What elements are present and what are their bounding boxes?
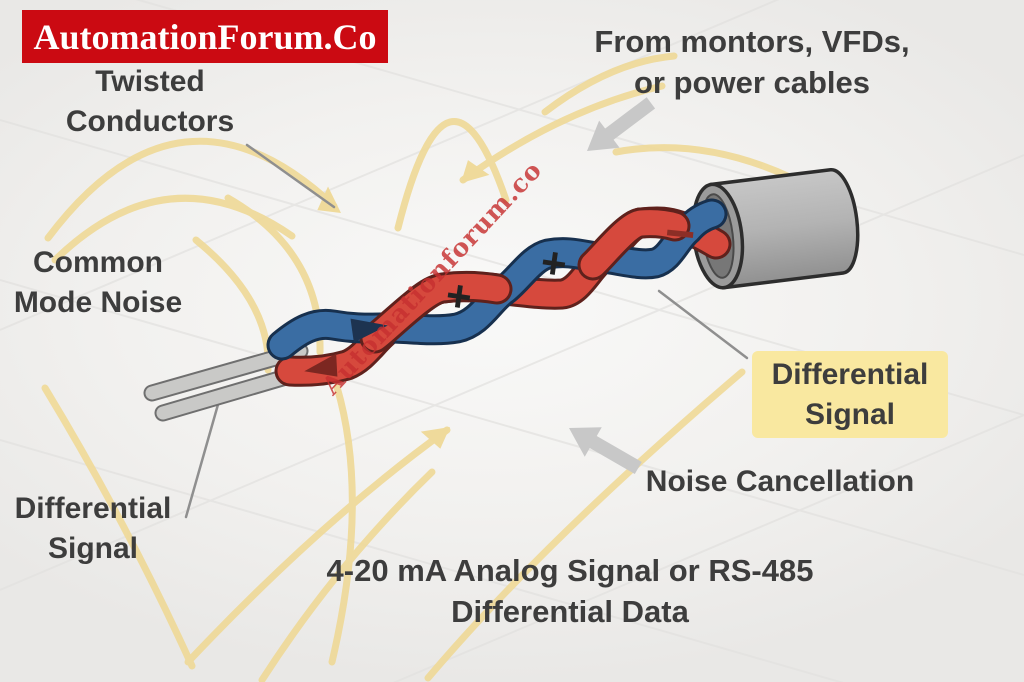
label-common-mode-noise: Common Mode Noise	[0, 243, 196, 322]
label-line: Noise Cancellation	[645, 465, 915, 498]
gray-pointer-arrows	[569, 97, 656, 475]
label-line: Differential	[14, 492, 172, 525]
brand-logo: AutomationForum.Co	[22, 10, 388, 63]
leader-lines	[184, 143, 749, 519]
brand-logo-text: AutomationForum.Co	[33, 16, 377, 57]
noise-arrowheads	[317, 160, 490, 449]
noise-arrowhead-icon	[317, 186, 341, 213]
label-line: Signal	[804, 397, 895, 431]
label-noise-source: From montors, VFDs, or power cables	[572, 22, 932, 104]
label-line: or power cables	[633, 64, 871, 100]
label-line: From montors, VFDs,	[594, 24, 910, 59]
noise-arrowhead-icon	[420, 427, 450, 449]
leader-differential-signal	[657, 289, 749, 360]
label-twisted-conductors: Twisted Conductors	[40, 62, 260, 141]
noise-entry-arrow-icon	[587, 97, 656, 151]
red-wire-direction-arrow-icon	[304, 353, 338, 377]
leader-differential-signal-left	[184, 399, 221, 519]
label-line: Conductors	[65, 104, 235, 138]
label-line: Twisted	[95, 65, 205, 98]
label-noise-cancellation: Noise Cancellation	[630, 462, 930, 502]
label-caption: 4-20 mA Analog Signal or RS-485 Differen…	[240, 551, 900, 633]
label-differential-signal-left: Differential Signal	[0, 489, 186, 568]
label-differential-signal-highlighted: Differential Signal	[752, 351, 948, 438]
red-wire-over-crossings	[359, 207, 691, 354]
noise-cancellation-arrow-icon	[569, 427, 642, 475]
minus-symbol-red-wire: −	[662, 204, 698, 265]
label-line: 4-20 mA Analog Signal or RS-485	[326, 553, 814, 588]
blue-wire-direction-arrow-icon	[350, 318, 388, 343]
label-line: Signal	[47, 531, 138, 565]
label-line: Differential Data	[451, 593, 689, 629]
label-line: Common	[33, 246, 163, 279]
noise-arrowhead-icon	[461, 160, 490, 183]
leader-twisted-conductors	[245, 143, 336, 209]
label-line: Mode Noise	[13, 285, 183, 319]
label-line: Differential	[771, 357, 929, 391]
